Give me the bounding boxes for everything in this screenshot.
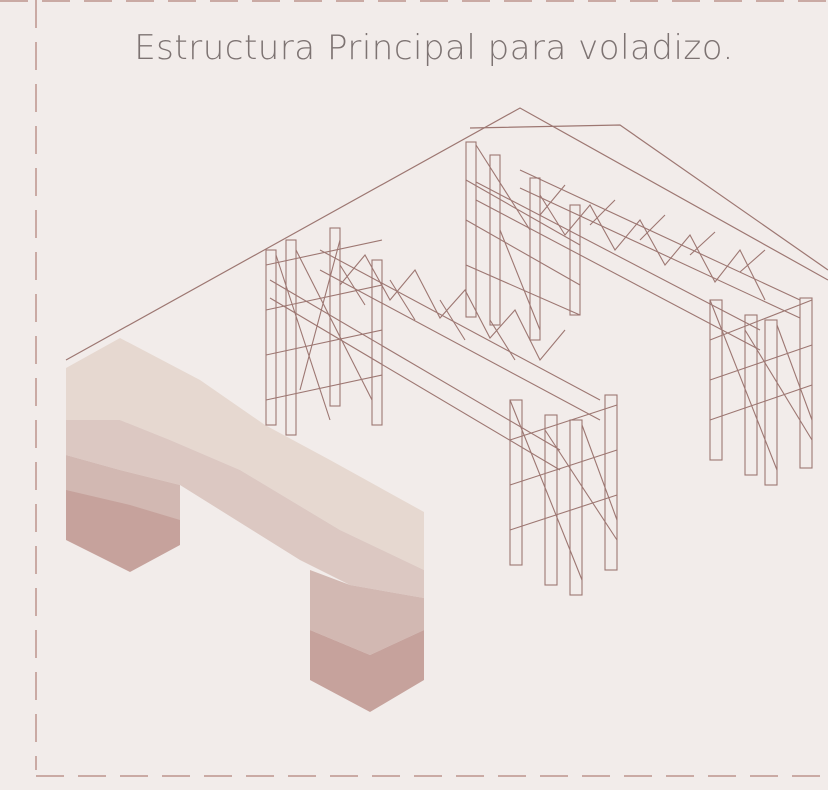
- cantilever-top-surface: [66, 338, 424, 570]
- scaffold-back: [465, 141, 813, 486]
- cantilever-pillar-band-3: [310, 630, 424, 712]
- cantilever-band-3: [66, 490, 180, 572]
- cantilever-band-1: [66, 420, 424, 598]
- diagram-title: Estructura Principal para voladizo.: [134, 28, 734, 68]
- scaffold-front: [265, 227, 618, 596]
- ground-plane-outline: [65, 107, 828, 361]
- cantilever-pillar-band-2: [310, 570, 424, 655]
- cantilever-mass: [66, 338, 424, 712]
